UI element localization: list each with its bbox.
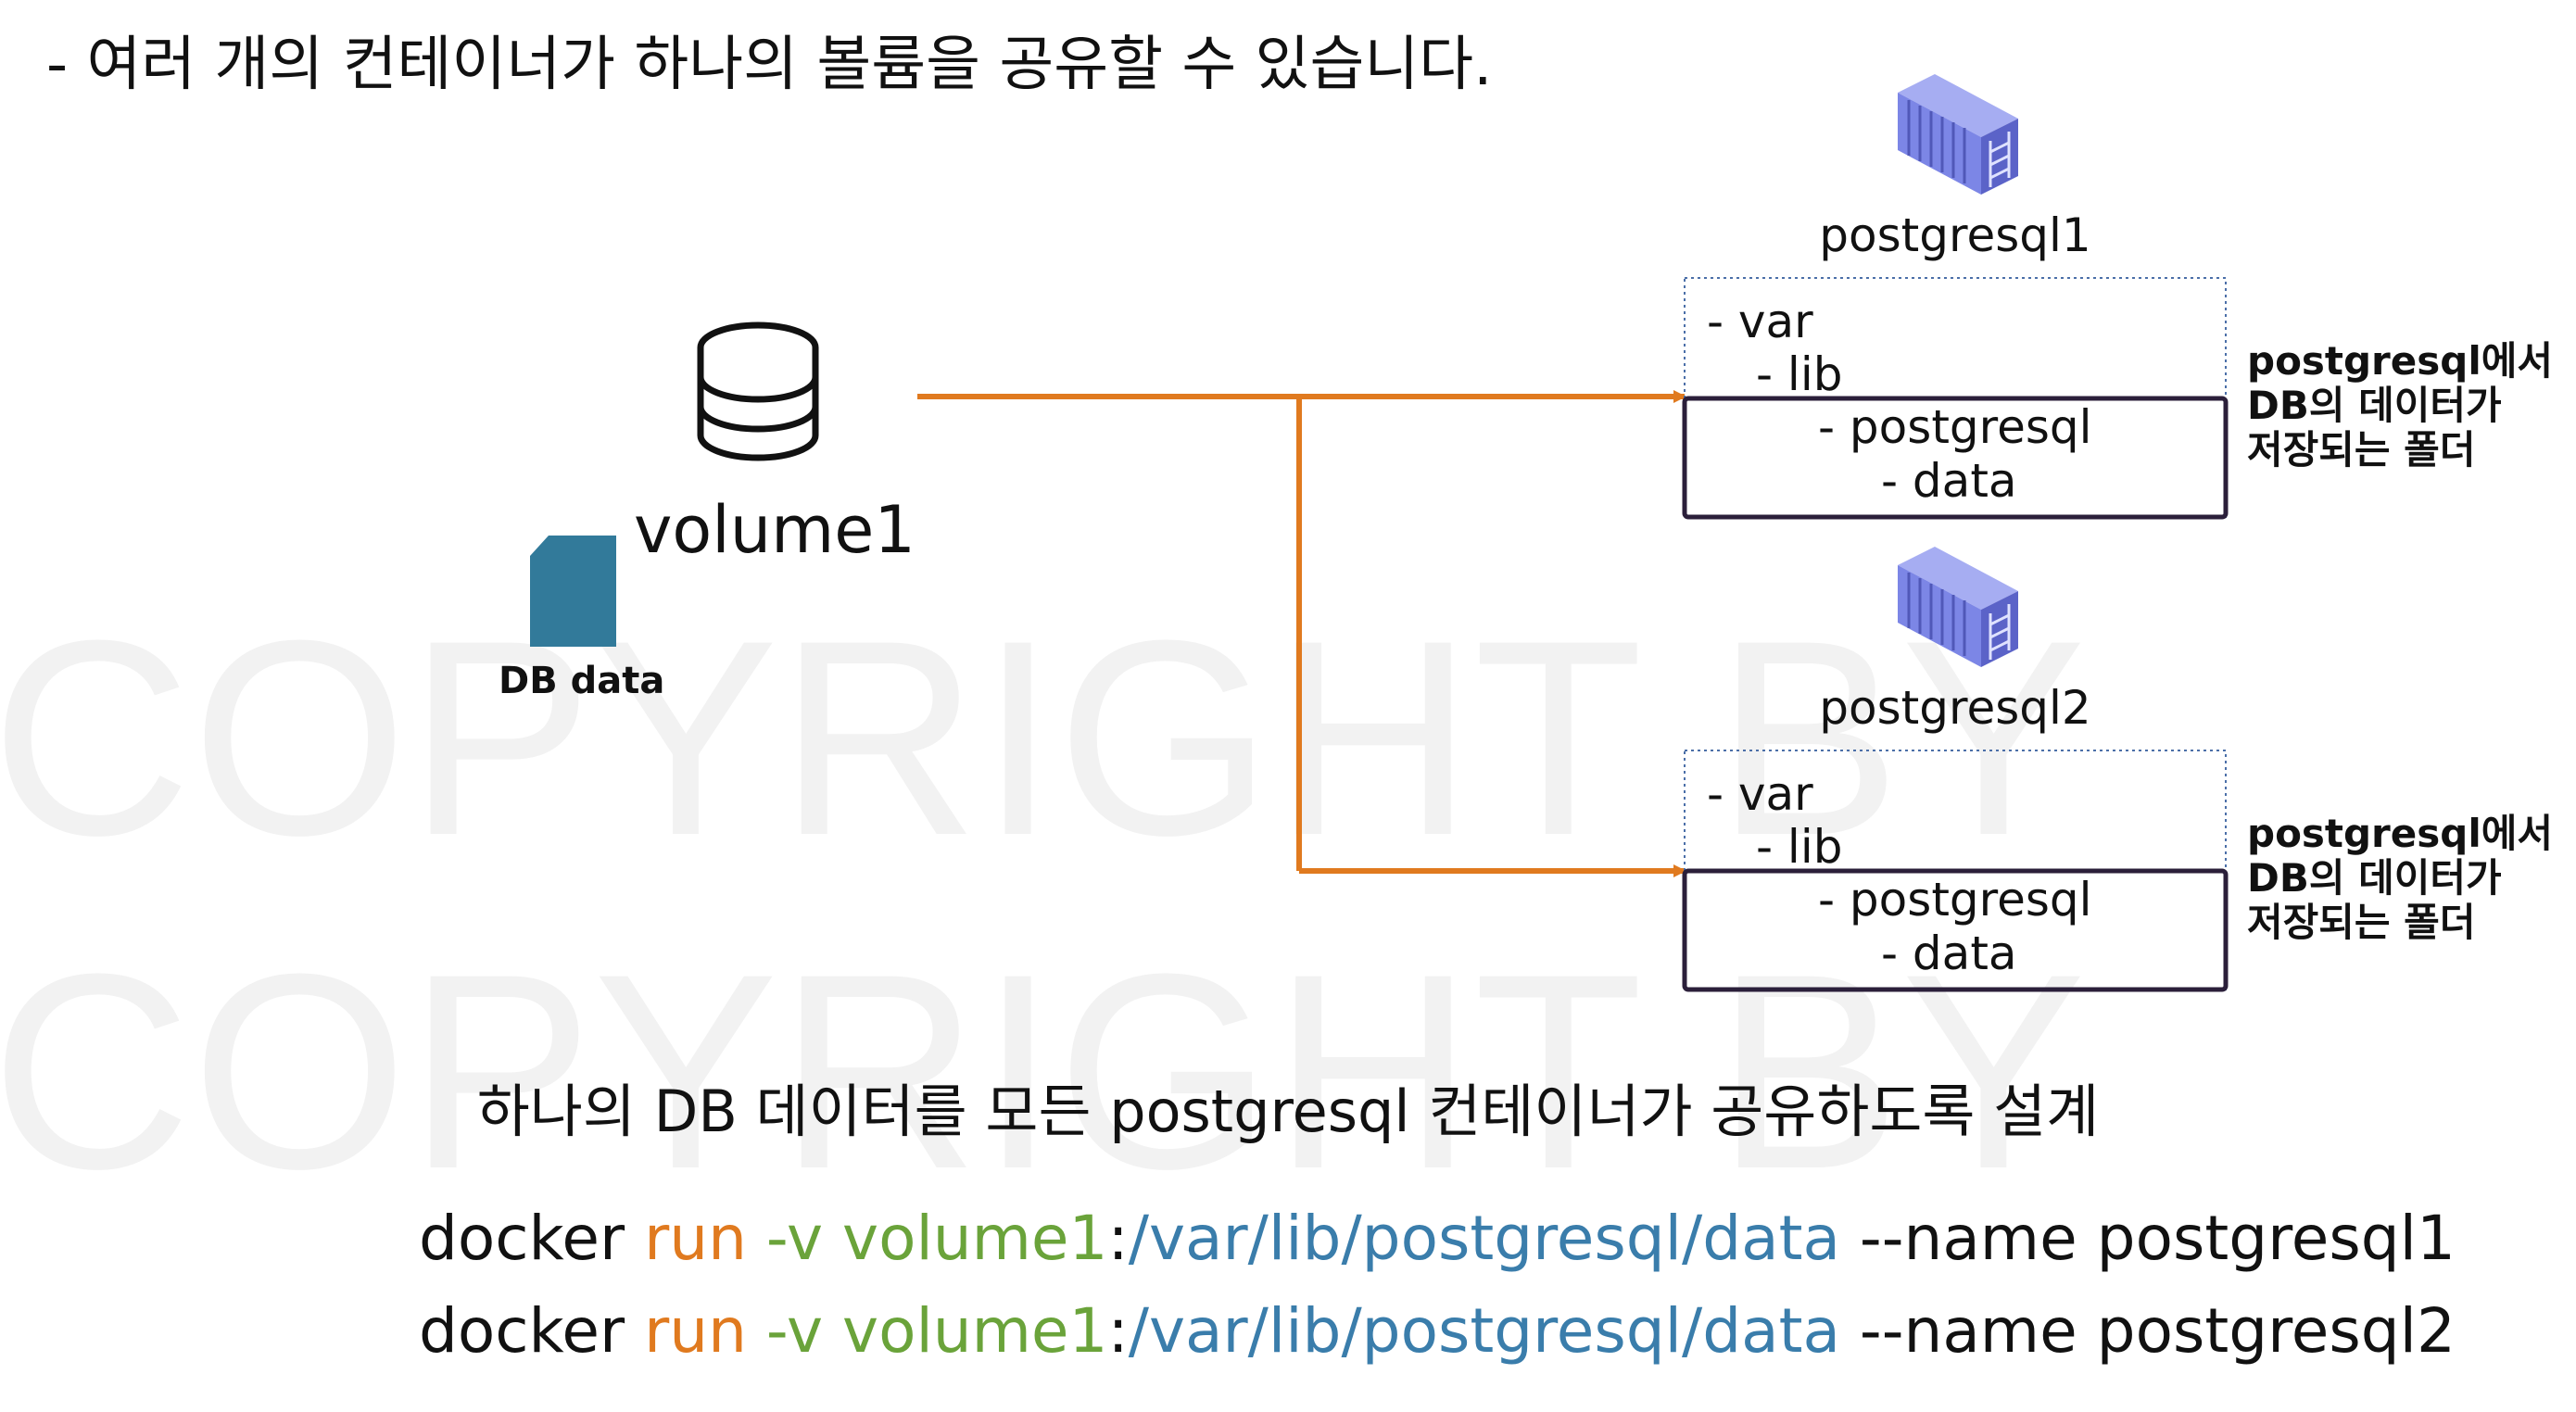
container-name-postgresql2: postgresql2 (1819, 681, 2091, 735)
path-lib: - lib (1756, 820, 1843, 874)
command-docker: docker (419, 1295, 625, 1367)
command-docker: docker (419, 1203, 625, 1274)
connector-arrows (917, 390, 1686, 877)
database-icon (697, 321, 819, 461)
shipping-container-icon (1898, 74, 2018, 195)
command-volume-flag: -v volume1 (746, 1295, 1108, 1367)
sd-card-icon (530, 536, 616, 647)
data-folder-note: postgresql에서 DB의 데이터가 저장되는 폴더 (2247, 811, 2553, 945)
command-name-flag: --name postgresql2 (1839, 1295, 2456, 1367)
command-mount-path: /var/lib/postgresql/data (1128, 1295, 1840, 1367)
shipping-container-icon (1898, 547, 2018, 667)
command-mount-path: /var/lib/postgresql/data (1128, 1203, 1840, 1274)
path-data: - data (1881, 454, 2017, 508)
container-name-postgresql1: postgresql1 (1819, 208, 2091, 262)
command-run: run (625, 1295, 747, 1367)
command-colon: : (1107, 1203, 1129, 1274)
path-var: - var (1707, 767, 1813, 821)
command-name-flag: --name postgresql1 (1839, 1203, 2456, 1274)
data-folder-highlight-2 (1682, 868, 2229, 992)
db-data-label: DB data (499, 660, 665, 702)
watermark-line-1: COPYRIGHT BY (0, 582, 2087, 893)
command-colon: : (1107, 1295, 1129, 1367)
docker-command-1: docker run -v volume1:/var/lib/postgresq… (419, 1197, 2456, 1280)
volume-label: volume1 (634, 492, 915, 568)
data-folder-note: postgresql에서 DB의 데이터가 저장되는 폴더 (2247, 338, 2553, 473)
data-folder-highlight-1 (1682, 396, 2229, 520)
path-var: - var (1707, 295, 1813, 348)
command-volume-flag: -v volume1 (746, 1203, 1108, 1274)
path-lib: - lib (1756, 347, 1843, 401)
path-data: - data (1881, 927, 2017, 980)
path-postgresql: - postgresql (1818, 400, 2092, 454)
watermark-line-2: COPYRIGHT BY (0, 915, 2087, 1227)
diagram-caption: 하나의 DB 데이터를 모든 postgresql 컨테이너가 공유하도록 설계 (476, 1078, 2100, 1145)
command-run: run (625, 1203, 747, 1274)
path-postgresql: - postgresql (1818, 873, 2092, 927)
docker-command-2: docker run -v volume1:/var/lib/postgresq… (419, 1290, 2456, 1373)
page-heading: - 여러 개의 컨테이너가 하나의 볼륨을 공유할 수 있습니다. (46, 31, 1493, 99)
